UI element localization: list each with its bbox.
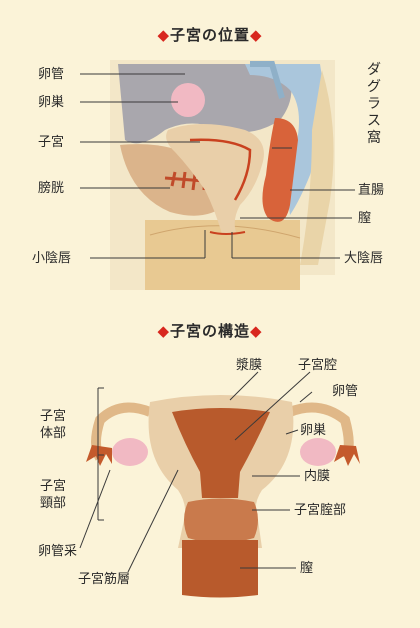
ovary-right <box>300 438 336 466</box>
label-uterine-cavity: 子宮腔 <box>298 358 337 373</box>
label-vagina-2: 膣 <box>300 561 313 576</box>
label-cervical-canal: 子宮腟部 <box>294 503 346 518</box>
label-rectum: 直腸 <box>358 183 384 198</box>
sagittal-view <box>80 60 355 290</box>
frontal-view <box>80 372 360 598</box>
cervix <box>184 499 258 544</box>
ovary <box>171 83 205 117</box>
label-uterine-body: 子宮 体部 <box>40 408 66 442</box>
label-fimbriae: 卵管采 <box>38 544 77 559</box>
label-oviduct-2: 卵管 <box>332 384 358 399</box>
label-uterus: 子宮 <box>38 135 64 150</box>
label-ovary-2: 卵巣 <box>300 423 326 438</box>
label-myometrium: 子宮筋層 <box>78 572 130 587</box>
fimbriae-right <box>334 445 360 466</box>
diamond-icon: ◆ <box>157 322 170 340</box>
label-labia-majora: 大陰唇 <box>344 251 383 266</box>
vagina <box>182 540 258 598</box>
label-vagina: 膣 <box>358 211 371 226</box>
label-douglas-pouch: ダグラス窩 <box>366 62 382 147</box>
label-uterine-cervix: 子宮 頸部 <box>40 478 66 512</box>
label-ovary: 卵巣 <box>38 95 64 110</box>
label-bladder: 膀胱 <box>38 181 64 196</box>
label-endometrium: 内膜 <box>304 469 330 484</box>
label-oviduct: 卵管 <box>38 67 64 82</box>
diamond-icon: ◆ <box>250 322 263 340</box>
ovary-left <box>112 438 148 466</box>
section2-title: ◆子宮の構造◆ <box>0 320 420 341</box>
label-labia-minora: 小陰唇 <box>32 251 71 266</box>
label-serosa: 漿膜 <box>236 358 262 373</box>
